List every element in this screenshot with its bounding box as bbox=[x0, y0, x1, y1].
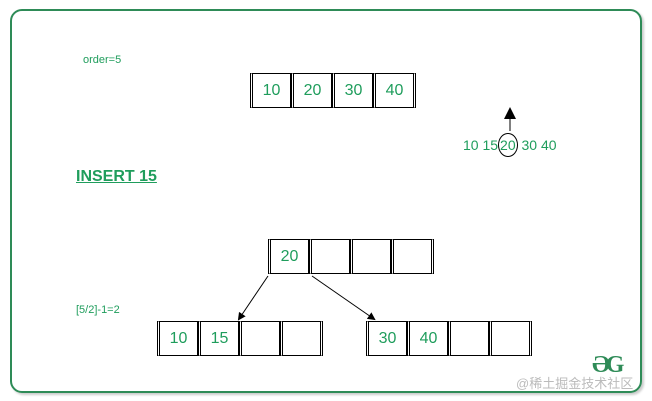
key-cell bbox=[309, 239, 350, 274]
key-cell: 20 bbox=[291, 73, 332, 108]
key-cell: 40 bbox=[373, 73, 416, 108]
key-cell bbox=[489, 321, 532, 356]
keys-after: 30 40 bbox=[521, 137, 557, 153]
key-cell bbox=[280, 321, 323, 356]
order-label: order=5 bbox=[83, 54, 122, 66]
right-child-arrow bbox=[311, 275, 376, 321]
key-cell: 30 bbox=[366, 321, 407, 356]
split-formula: [5/2]-1=2 bbox=[76, 304, 120, 316]
median-key: 20 bbox=[498, 133, 518, 157]
diagram-frame bbox=[10, 9, 642, 393]
key-cell: 15 bbox=[198, 321, 239, 356]
left-child-arrow bbox=[237, 275, 269, 321]
key-cell: 40 bbox=[407, 321, 448, 356]
key-cell: 10 bbox=[157, 321, 198, 356]
key-cell bbox=[448, 321, 489, 356]
watermark: @稀土掘金技术社区 bbox=[516, 376, 634, 391]
keys-before: 10 15 bbox=[463, 137, 499, 153]
root-node: 20 bbox=[268, 239, 434, 274]
key-cell: 10 bbox=[250, 73, 291, 108]
insert-heading: INSERT 15 bbox=[76, 168, 157, 185]
key-cell bbox=[391, 239, 434, 274]
key-cell: 20 bbox=[268, 239, 309, 274]
key-cell: 30 bbox=[332, 73, 373, 108]
key-cell bbox=[239, 321, 280, 356]
key-cell bbox=[350, 239, 391, 274]
logo: ƏG bbox=[592, 352, 624, 378]
